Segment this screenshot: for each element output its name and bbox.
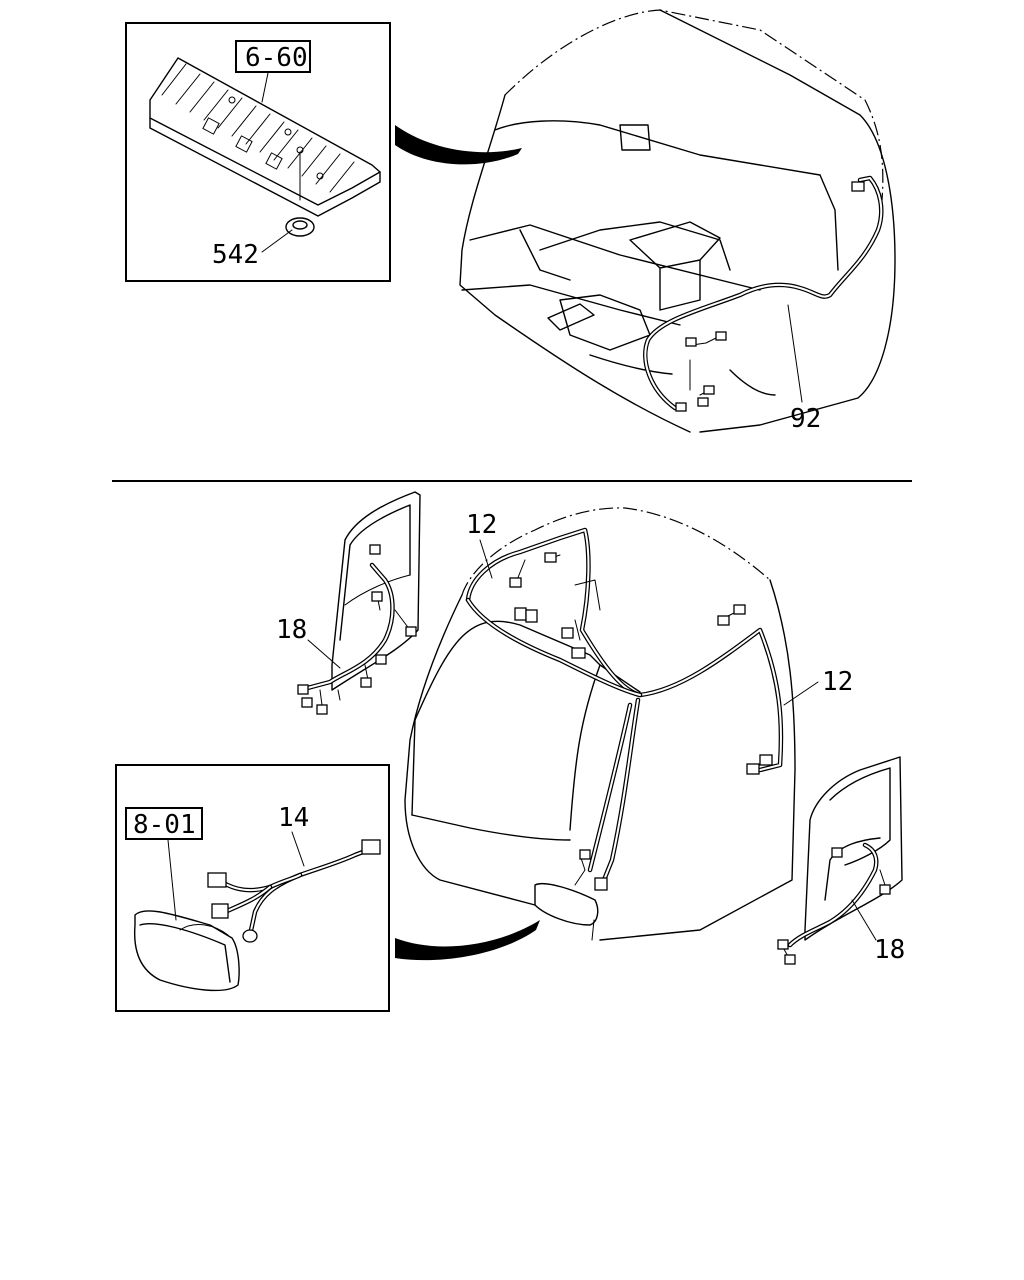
lamp-inset: 8-01 14 bbox=[115, 764, 390, 1012]
roof-harness-left-label: 12 bbox=[466, 510, 497, 540]
roof-panel-ref-box bbox=[235, 40, 311, 73]
lamp-ref-label: 8-01 bbox=[133, 810, 196, 840]
cab-exterior: 12 12 bbox=[404, 507, 853, 941]
roof-panel-drawing bbox=[149, 57, 381, 217]
headlamp-drawing bbox=[133, 910, 240, 992]
pointer-arrow-bottom bbox=[395, 920, 540, 961]
roof-panel-ref-label: 6-60 bbox=[245, 43, 308, 73]
connector bbox=[851, 181, 865, 192]
left-door: 18 bbox=[276, 491, 421, 715]
grommet-drawing bbox=[285, 217, 315, 237]
inset-frame bbox=[125, 22, 391, 282]
inset-frame-lamp bbox=[115, 764, 390, 1012]
floor-harness-label: 92 bbox=[790, 404, 821, 434]
connector bbox=[207, 872, 227, 888]
cab-floor-view: 92 bbox=[459, 9, 896, 434]
roof-panel-inset: 6-60 542 bbox=[125, 22, 391, 282]
lamp-ref-box bbox=[125, 807, 203, 840]
top-section: 6-60 542 bbox=[125, 9, 896, 434]
left-door-harness-label: 18 bbox=[276, 615, 307, 645]
pointer-arrow-top bbox=[395, 125, 522, 165]
bottom-section: 18 bbox=[115, 491, 905, 1012]
roof-harness-right-label: 12 bbox=[822, 667, 853, 697]
grommet-label: 542 bbox=[212, 240, 259, 270]
right-door-harness-label: 18 bbox=[874, 935, 905, 965]
right-door: 18 bbox=[777, 756, 905, 965]
lamp-harness-label: 14 bbox=[278, 803, 309, 833]
